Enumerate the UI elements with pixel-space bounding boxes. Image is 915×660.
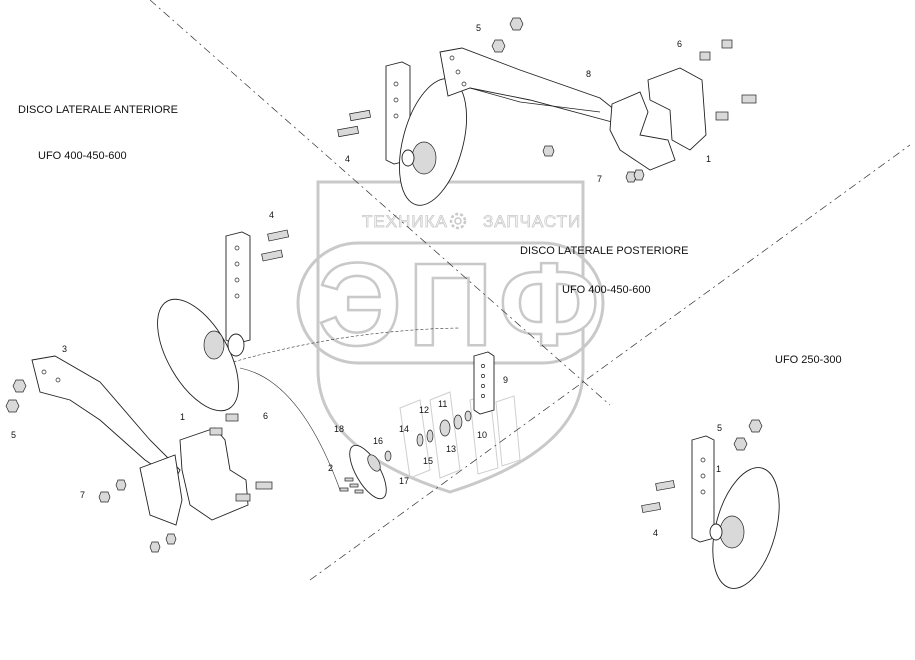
front-disc-assembly [337,17,757,206]
callout-14: 14 [399,424,409,434]
hub-post [473,351,495,415]
callout-4-left: 4 [269,210,274,220]
callout-16: 16 [373,436,383,446]
callout-15: 15 [423,456,433,466]
callout-18: 18 [334,424,344,434]
watermark-shield [316,180,585,494]
callout-9: 9 [503,375,508,385]
callout-5-right: 5 [717,423,722,433]
callout-4-top: 4 [345,154,350,164]
callout-11: 11 [438,399,447,409]
left-disc-assembly [5,229,290,553]
front-hardware [337,17,757,183]
watermark-text-right: ЗАПЧАСТИ [483,212,581,231]
hub-disc [349,444,387,500]
gear-icon [449,212,467,230]
callout-12: 12 [419,405,429,415]
hub-exploded-assembly [339,351,495,500]
callout-13: 13 [446,444,456,454]
callout-4-right: 4 [653,528,658,538]
watermark-text-left: ТЕХНИКА [362,212,448,231]
callout-5-left: 5 [11,430,16,440]
front-clamp [647,67,707,151]
watermark-logo: ЭПФ [318,239,605,371]
callout-2: 2 [328,463,333,473]
title-front-disc: DISCO LATERALE ANTERIORE [18,104,178,116]
small-disc-post [691,435,715,543]
leader-line-hub [199,327,461,373]
front-disc-hub [411,141,437,175]
hub-bolts [339,477,364,494]
callout-7-top: 7 [597,174,602,184]
callout-1-right: 1 [716,464,721,474]
callout-6-top: 6 [677,39,682,49]
title-small-models: UFO 250-300 [775,354,842,366]
left-hardware [5,229,290,553]
title-rear-disc: DISCO LATERALE POSTERIORE [520,245,689,257]
callout-1-left: 1 [180,412,185,422]
watermark-oval [296,241,605,365]
callout-5-top: 5 [476,23,481,33]
left-bracket [179,427,249,521]
callout-17: 17 [399,476,409,486]
title-front-models: UFO 400-450-600 [38,150,127,162]
callouts: 5 6 8 1 4 7 4 3 5 1 6 7 18 2 16 17 14 12… [11,23,722,538]
left-disc-blade [157,298,239,412]
callout-7-left: 7 [80,490,85,500]
small-disc-assembly [641,419,780,589]
left-disc-post [225,231,251,345]
callout-3: 3 [62,344,67,354]
front-bracket [609,91,676,171]
left-disc-hub [203,330,225,360]
callout-1-top: 1 [706,154,711,164]
curved-guide-line [239,367,341,491]
small-hardware [641,419,763,513]
callout-8: 8 [586,69,591,79]
watermark: ТЕХНИКА ЗАПЧАСТИ ЭПФ [296,180,605,494]
left-arm-plate [139,454,183,526]
alignment-lines [149,0,911,581]
small-disc-hub [719,515,745,549]
small-disc-blade [712,467,780,589]
callout-6-left: 6 [263,411,268,421]
title-rear-models: UFO 400-450-600 [562,284,651,296]
callout-10: 10 [477,430,487,440]
